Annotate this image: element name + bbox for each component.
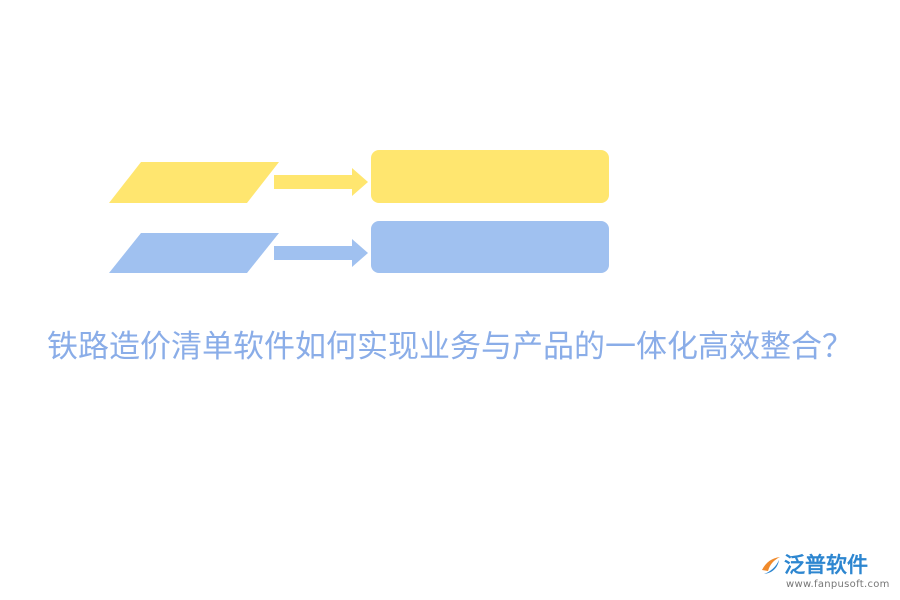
row-2-box — [371, 221, 609, 273]
logo-name: 泛普软件 — [784, 553, 868, 577]
row-1-parallelogram — [109, 162, 279, 203]
fanpu-logo-icon — [762, 557, 780, 574]
row-1-arrow — [274, 168, 368, 196]
row-1-box — [371, 150, 609, 203]
row-2-parallelogram — [109, 233, 279, 273]
logo-orange-swoosh — [762, 557, 780, 571]
flow-row-2 — [109, 221, 609, 273]
flow-diagram — [109, 150, 609, 273]
logo-url: www.fanpusoft.com — [786, 579, 890, 590]
logo-blue-swoosh — [764, 560, 779, 574]
flow-row-1 — [109, 150, 609, 203]
brand-logo: 泛普软件 www.fanpusoft.com — [756, 550, 889, 592]
row-2-arrow — [274, 239, 368, 267]
page-title: 铁路造价清单软件如何实现业务与产品的一体化高效整合？ — [47, 329, 853, 365]
